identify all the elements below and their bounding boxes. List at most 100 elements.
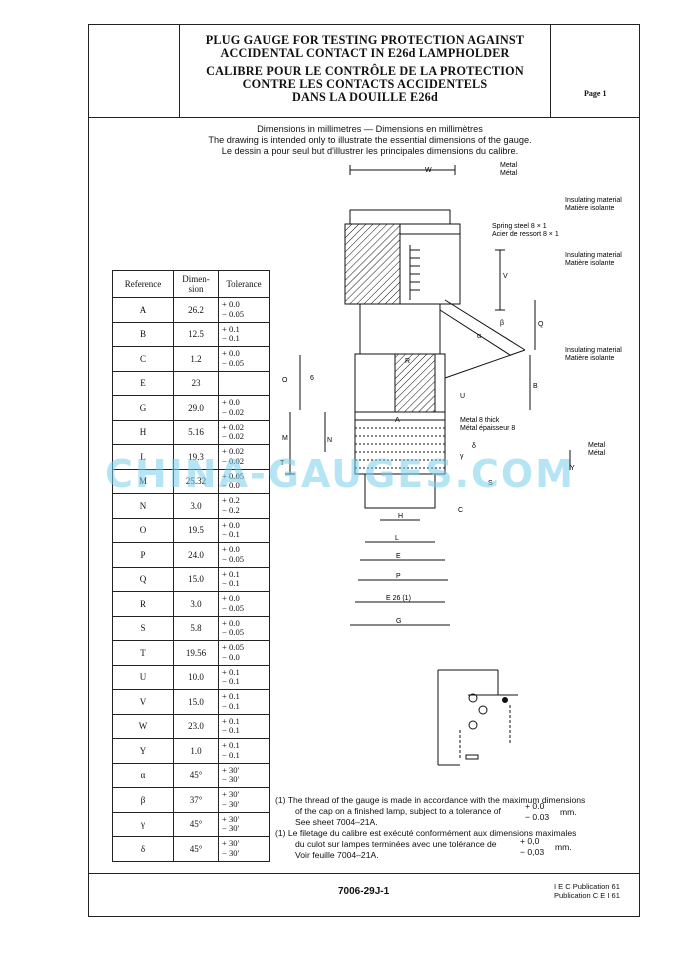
footer-divider	[88, 873, 640, 874]
note-en-1: (1) The thread of the gauge is made in a…	[275, 795, 586, 805]
cell-tolerance: + 0.0− 0.05	[218, 297, 270, 323]
header-dimension: Dimen- sion	[173, 270, 219, 298]
cell-reference: V	[112, 689, 174, 715]
label-spring-1: Spring steel 8 × 1	[492, 223, 547, 230]
tolerance-lower: − 0.1	[222, 529, 240, 540]
cell-dimension: 15.0	[173, 566, 219, 592]
cell-reference: γ	[112, 811, 174, 837]
cell-tolerance: + 0.1− 0.1	[218, 566, 270, 592]
cell-dimension: 45°	[173, 811, 219, 837]
label-a: A	[395, 417, 400, 424]
cell-tolerance: + 0.05− 0.0	[218, 468, 270, 494]
header-dimension-1: Dimen-	[182, 274, 210, 284]
title-en-2: ACCIDENTAL CONTACT IN E26d LAMPHOLDER	[220, 46, 510, 60]
cell-tolerance: + 0.1− 0.1	[218, 738, 270, 764]
cell-dimension: 23	[173, 370, 219, 396]
cell-reference: L	[112, 444, 174, 470]
gauge-body-upper	[359, 303, 441, 355]
dim-m-line	[285, 412, 295, 475]
tolerance-lower: − 0.1	[222, 700, 240, 711]
tolerance-upper: + 0.05	[222, 642, 245, 653]
gauge-cap-top	[349, 209, 451, 225]
tolerance-upper: + 0.1	[222, 568, 240, 579]
tolerance-upper: + 0.1	[222, 666, 240, 677]
cell-reference: P	[112, 542, 174, 568]
tolerance-lower: − 0.02	[222, 406, 245, 417]
label-s: S	[488, 480, 493, 487]
cell-dimension: 10.0	[173, 664, 219, 690]
gauge-top-plate	[399, 223, 461, 235]
watermark: CHINA-GAUGES.COM	[104, 452, 576, 496]
label-metal-thick-2: Métal épaisseur 8	[460, 425, 515, 432]
label-c: C	[458, 507, 463, 514]
label-delta: δ	[472, 443, 476, 450]
tolerance-lower: − 0.1	[222, 725, 240, 736]
header-dimension-2: sion	[188, 284, 204, 294]
header-frame	[88, 24, 640, 118]
cell-reference: Y	[112, 738, 174, 764]
cell-reference: H	[112, 419, 174, 445]
label-b: B	[533, 383, 538, 390]
label-insulating-2b: Matière isolante	[565, 260, 615, 267]
tolerance-lower: − 0.1	[222, 749, 240, 760]
tolerance-upper: + 0.1	[222, 691, 240, 702]
cell-reference: A	[112, 297, 174, 323]
tolerance-lower: − 0.05	[222, 602, 245, 613]
tolerance-upper: + 0.0	[222, 544, 240, 555]
tolerance-upper: + 0.05	[222, 470, 245, 481]
cell-dimension: 1.2	[173, 346, 219, 372]
tolerance-upper: + 30′	[222, 764, 240, 775]
cell-reference: δ	[112, 836, 174, 862]
publication-fr: Publication C E I 61	[554, 890, 620, 900]
table-header-row: Reference Dimen- sion Tolerance	[112, 270, 270, 298]
publication-ref: I E C Publication 61 Publication C E I 6…	[554, 882, 620, 900]
label-r: R	[405, 358, 410, 365]
caption-fr: Le dessin a pour seul but d'illustrer le…	[221, 146, 519, 156]
label-n: N	[327, 437, 332, 444]
label-metal-top-1: Metal	[500, 162, 518, 169]
tolerance-lower: − 0.02	[222, 455, 245, 466]
sheet-frame	[88, 24, 640, 917]
gauge-metal-block	[394, 353, 436, 413]
label-q: Q	[538, 321, 544, 328]
note-fr-tol-plus: + 0,0	[520, 836, 540, 846]
cell-dimension: 1.0	[173, 738, 219, 764]
title-fr-1: CALIBRE POUR LE CONTRÔLE DE LA PROTECTIO…	[206, 64, 524, 78]
note-fr-unit: mm.	[555, 842, 572, 852]
title-fr-3: DANS LA DOUILLE E26d	[292, 90, 438, 104]
tolerance-upper: + 0.02	[222, 446, 245, 457]
note-en-tol-minus: − 0.03	[525, 812, 550, 822]
dim-v-line	[495, 249, 505, 311]
label-metal-bottom-2: Métal	[588, 450, 606, 457]
note-en-tol-plus: + 0.0	[525, 801, 545, 811]
cell-reference: Q	[112, 566, 174, 592]
tolerance-upper: + 0.0	[222, 299, 240, 310]
cell-tolerance: + 0.0− 0.1	[218, 517, 270, 543]
gauge-spring-housing	[399, 233, 461, 305]
label-metal-top-2: Métal	[500, 170, 518, 177]
cell-reference: S	[112, 615, 174, 641]
title-fr-2: CONTRE LES CONTACTS ACCIDENTELS	[242, 77, 488, 91]
cell-dimension: 25.32	[173, 468, 219, 494]
cell-dimension: 37°	[173, 787, 219, 813]
dim-w-line	[349, 165, 456, 175]
gauge-handle-insulation	[344, 223, 401, 305]
cell-tolerance: + 0.02− 0.02	[218, 419, 270, 445]
label-o: O	[282, 377, 288, 384]
tolerance-lower: − 30′	[222, 847, 240, 858]
caption-en: The drawing is intended only to illustra…	[208, 135, 532, 145]
tolerance-lower: − 0.0	[222, 480, 240, 491]
label-metal-thick-1: Metal 8 thick	[460, 417, 500, 424]
cell-dimension: 19.5	[173, 517, 219, 543]
tolerance-upper: + 0.02	[222, 421, 245, 432]
cell-tolerance: + 30′− 30′	[218, 836, 270, 862]
